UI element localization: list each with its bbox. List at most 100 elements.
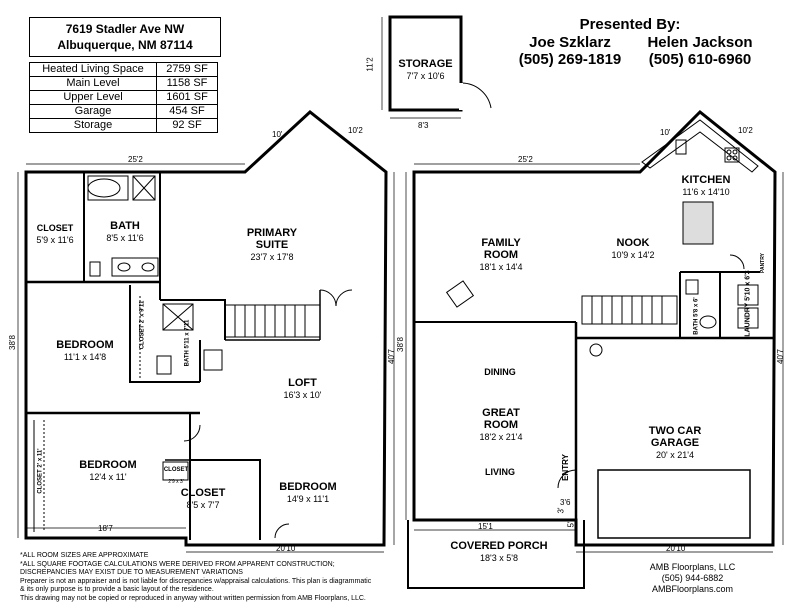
dimension-lines [17,163,784,553]
room-name: FAMILY [481,237,521,249]
upper-level-details [33,175,353,539]
room-name: COVERED PORCH [450,540,548,552]
upper-dim-bottom2: 20'10 [276,544,296,553]
room-dims: 18'2 x 21'4 [479,432,523,442]
note-line: *ALL SQUARE FOOTAGE CALCULATIONS WERE DE… [20,560,335,568]
room-dims: 8'5 x 7'7 [186,500,220,510]
upper-dim-top: 25'2 [128,155,143,164]
main-bath: BATH 5'8 x 6' [694,297,700,334]
room-name: CLOSET [163,467,189,473]
main-dim-angle1: 10' [660,128,671,137]
room-dims: 5'10 x 6'3 [744,270,752,301]
room-name: LOFT [288,377,317,389]
main-level-walls [412,109,777,547]
room-name: CLOSET [139,324,146,350]
room-dims: 2' x 11' [37,448,44,468]
disclaimer-notes: *ALL ROOM SIZES ARE APPROXIMATE *ALL SQU… [20,552,450,604]
upper-dim-angle1: 10' [272,130,283,139]
main-kitchen: KITCHEN 11'6 x 14'10 [672,174,740,198]
main-dim-angle2: 10'2 [738,126,753,135]
upper-bedroom1: BEDROOM 11'1 x 14'8 [45,339,125,363]
main-laundry: LAUNDRY 5'10 x 6'3 [745,270,752,336]
room-name: BATH [184,350,191,367]
room-name: BEDROOM [79,459,137,471]
room-dims: 16'3 x 10' [283,390,322,400]
room-dims: 20' x 21'4 [656,450,694,460]
room-dims: 2'9 x 3' [168,479,184,485]
room-name2: ROOM [483,249,519,261]
note-line: This drawing may not be copied or reprod… [20,594,366,602]
main-dim-left: 38'8 [395,337,405,352]
room-name: TWO CAR [648,425,702,437]
room-name: PRIMARY [246,227,298,239]
upper-dim-right: 40'7 [386,349,396,364]
room-name: CLOSET [36,223,74,233]
room-dims: 2' x 9'11 [139,300,146,324]
upper-bedroom3: BEDROOM 14'9 x 11'1 [272,481,344,505]
storage-height: 11'2 [365,57,375,72]
room-dims: 14'9 x 11'1 [286,494,330,504]
upper-bath2: BATH 5'11 x 7'11 [184,320,190,367]
room-dims: 18'1 x 14'4 [479,262,523,272]
main-garage: TWO CAR GARAGE 20' x 21'4 [635,425,715,461]
note-line: Preparer is not an appraiser and is not … [20,577,372,585]
company-info: AMB Floorplans, LLC (505) 944-6882 AMBFl… [645,562,740,595]
upper-level-walls [24,110,388,547]
room-name: CLOSET [37,469,44,494]
main-dim-5: 5' [566,521,576,528]
address-line1: 7619 Stadler Ave NW [65,22,185,36]
upper-closet-vertical: CLOSET 2' x 9'11 [139,301,145,350]
main-nook: NOOK 10'9 x 14'2 [598,237,668,261]
note-line: & its only purpose is to provide a basic… [20,586,214,594]
room-dims: 23'7 x 17'8 [250,252,294,262]
upper-closet-b2: CLOSET 2' x 11' [38,448,44,493]
main-dim-bottom2: 20'10 [666,544,686,553]
company-site: AMBFloorplans.com [651,584,734,594]
sf-value: 92 SF [156,118,218,133]
upper-closet-small: CLOSET 2'9 x 3' [163,464,189,488]
upper-dim-left: 38'8 [7,335,17,350]
room-name: CLOSET [180,487,226,499]
room-dims: 5'8 x 6' [693,297,700,317]
main-entry: ENTRY [560,454,570,481]
room-dims: 5'11 x 7'11 [184,319,191,349]
storage-building [381,15,492,119]
room-name: BATH [693,318,700,335]
note-line: *ALL ROOM SIZES ARE APPROXIMATE [20,552,149,559]
upper-closet-big: CLOSET 8'5 x 7'7 [172,487,234,511]
upper-primary-suite: PRIMARY SUITE 23'7 x 17'8 [232,227,312,263]
note-line: DISCREPANCIES MAY EXIST DUE TO MEASUREME… [20,569,243,577]
main-family-room: FAMILY ROOM 18'1 x 14'4 [465,237,537,273]
company-phone: (505) 944-6882 [661,573,724,583]
company-name: AMB Floorplans, LLC [649,562,736,572]
room-dims: 5'9 x 11'6 [36,235,74,245]
room-name: BATH [110,220,140,232]
main-dining: DINING [484,367,516,377]
agent1-phone: (505) 269-1819 [518,51,622,68]
main-pantry: PANTRY [760,253,766,273]
main-dim-right: 40'7 [775,349,785,364]
main-dim-3: 3' [556,507,566,514]
agent1-name: Joe Szklarz [529,34,611,51]
room-name: BEDROOM [279,481,337,493]
agent2-phone: (505) 610-6960 [648,51,752,68]
upper-bedroom2: BEDROOM 12'4 x 11' [68,459,148,483]
room-name2: GARAGE [650,437,700,449]
main-covered-porch: COVERED PORCH 18'3 x 5'8 [440,540,558,564]
room-name2: SUITE [255,239,289,251]
room-dims: 11'1 x 14'8 [63,352,107,362]
address-line2: Albuquerque, NM 87114 [57,38,193,52]
address-box: 7619 Stadler Ave NW Albuquerque, NM 8711… [29,17,221,57]
room-name: STORAGE [398,58,453,70]
main-dim-bottom1: 15'1 [478,522,493,531]
main-living: LIVING [484,467,515,477]
presented-by-title: Presented By: [579,16,681,33]
room-name2: ROOM [483,419,519,431]
room-dims: 10'9 x 14'2 [611,250,655,260]
upper-dim-angle2: 10'2 [348,126,363,135]
agent2-name: Helen Jackson [647,34,753,51]
